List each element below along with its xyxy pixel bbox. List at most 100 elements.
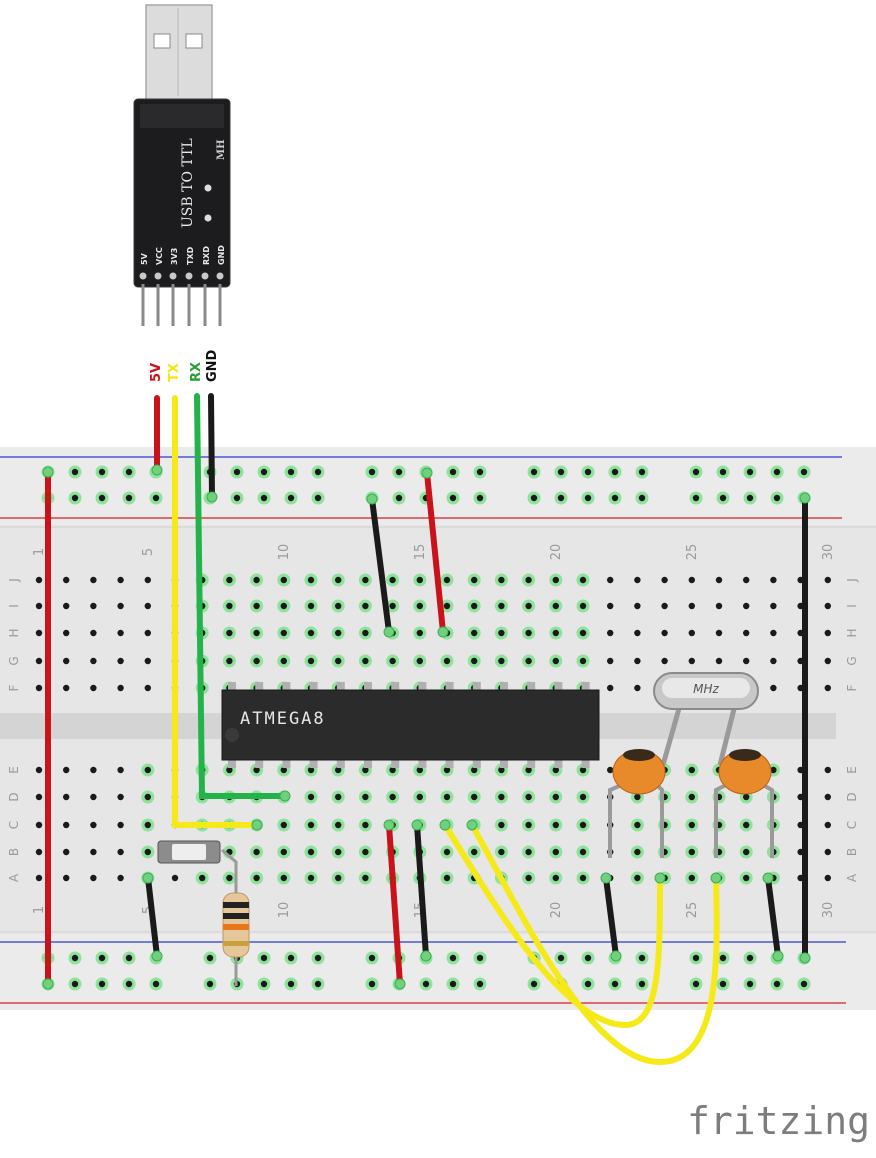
- hole: [743, 874, 750, 882]
- wire-endpoints: [42, 464, 811, 990]
- hole: [206, 954, 214, 962]
- hole: [607, 629, 614, 637]
- hole: [314, 468, 322, 476]
- hole: [471, 848, 478, 856]
- hole: [335, 602, 342, 610]
- chip-pin: [228, 682, 236, 692]
- hole: [579, 766, 587, 774]
- hole: [611, 468, 619, 476]
- hole: [117, 874, 124, 882]
- hole: [280, 629, 287, 637]
- hole: [62, 874, 70, 882]
- usb-pin: [156, 284, 160, 326]
- hole: [90, 576, 97, 584]
- led-icon: [204, 214, 212, 222]
- row-letter: D: [845, 792, 859, 801]
- hole: [525, 576, 532, 584]
- hole: [62, 629, 70, 637]
- hole: [226, 602, 233, 610]
- chip-pin: [309, 682, 318, 692]
- row-letter: I: [845, 604, 859, 608]
- hole: [90, 629, 97, 637]
- hole: [125, 468, 133, 476]
- hole: [661, 602, 668, 610]
- wire-end: [437, 626, 449, 638]
- hole: [71, 468, 79, 476]
- hole: [90, 848, 97, 856]
- row-letter: B: [845, 848, 859, 856]
- hole: [253, 576, 260, 584]
- hole: [206, 980, 214, 988]
- wire-yellow-loop: [442, 822, 663, 1029]
- hole: [280, 874, 287, 882]
- hole: [525, 848, 532, 856]
- hole: [335, 874, 342, 882]
- chip-pin: [527, 682, 536, 692]
- hole: [770, 602, 777, 610]
- wire-end: [600, 872, 612, 884]
- signal-label: RX: [189, 362, 204, 382]
- wire-end: [206, 491, 218, 503]
- capacitor-top: [623, 749, 655, 761]
- hole: [362, 848, 369, 856]
- hole: [584, 494, 592, 502]
- hole: [280, 821, 287, 829]
- hole: [525, 629, 532, 637]
- chip-pin: [445, 758, 454, 768]
- hole: [280, 766, 287, 774]
- hole: [90, 874, 97, 882]
- hole: [280, 602, 287, 610]
- hole: [552, 657, 559, 665]
- wire-end: [366, 493, 378, 505]
- wire-end: [42, 466, 54, 478]
- row-letter: J: [845, 578, 859, 583]
- hole: [335, 576, 342, 584]
- hole: [719, 954, 727, 962]
- hole: [144, 602, 151, 610]
- hole: [389, 766, 396, 774]
- hole: [638, 980, 646, 988]
- usb-ttl-brand: MH: [216, 139, 227, 160]
- hole: [634, 576, 641, 584]
- hole: [719, 980, 727, 988]
- usb-pin: [203, 284, 207, 326]
- wire-end: [251, 819, 263, 831]
- chip-pin: [500, 682, 508, 692]
- hole: [90, 602, 97, 610]
- hole: [287, 468, 295, 476]
- chip-body: [221, 689, 600, 761]
- row-letter: H: [845, 628, 859, 637]
- usb-pin-label: 3V3: [170, 248, 179, 265]
- row-letter: C: [7, 821, 21, 829]
- bottom-power-rail: [0, 934, 876, 1010]
- hole: [471, 602, 478, 610]
- usb-pin-pad: [216, 272, 224, 280]
- usb-ttl-title: USB TO TTL: [180, 138, 196, 228]
- hole: [661, 657, 668, 665]
- hole: [416, 576, 423, 584]
- button-cap: [172, 844, 206, 860]
- chip-pin: [391, 758, 400, 768]
- hole: [117, 684, 124, 692]
- usb-ttl-board: [133, 98, 231, 288]
- hole: [530, 468, 538, 476]
- wire-black: [145, 875, 160, 959]
- hole: [773, 468, 781, 476]
- usb-ttl-connector-pads: [140, 104, 224, 128]
- hole: [389, 657, 396, 665]
- hole: [226, 657, 233, 665]
- hole: [62, 821, 70, 829]
- hole: [552, 821, 559, 829]
- hole: [287, 494, 295, 502]
- crystal-oscillator: MHz: [653, 672, 759, 766]
- usb-pin-label: TXD: [186, 246, 195, 265]
- hole: [611, 494, 619, 502]
- column-number: 30: [821, 902, 836, 919]
- push-button: [157, 840, 221, 864]
- hole: [692, 980, 700, 988]
- hole: [770, 657, 777, 665]
- hole: [62, 766, 70, 774]
- hole: [98, 954, 106, 962]
- wire-end: [421, 467, 433, 479]
